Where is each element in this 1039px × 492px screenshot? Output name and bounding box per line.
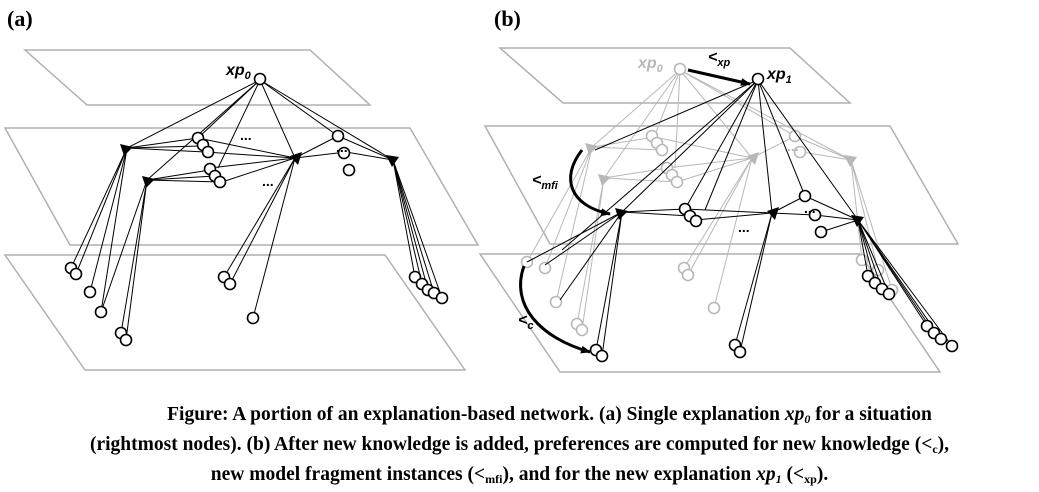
xp1-label: xp1: [766, 66, 792, 86]
panel-b-faded-nodes: [520, 62, 899, 337]
mfi-arrowhead: [142, 176, 155, 188]
panel-b-nodes: [589, 72, 959, 363]
faded-node: [655, 143, 669, 157]
node: [595, 349, 609, 363]
node: [814, 225, 828, 239]
pref-xp-label: <xp: [708, 49, 730, 69]
node: [69, 267, 83, 281]
plane-a-top: [23, 49, 372, 106]
ellipsis-b2: ...: [804, 200, 816, 216]
pref-mfi-label: <mfi: [532, 172, 559, 192]
node: [733, 345, 747, 359]
faded-node: [871, 263, 885, 277]
ellipsis-b1: ...: [738, 219, 750, 235]
caption-line-2: (rightmost nodes). (b) After new knowled…: [89, 434, 950, 456]
xp0-label-a: xp0: [225, 62, 252, 82]
node: [331, 129, 345, 143]
node: [342, 163, 356, 177]
xp0-label-b: xp0: [637, 55, 664, 75]
faded-node: [681, 268, 695, 282]
node: [934, 332, 948, 346]
figure-caption: Figure: A portion of an explanation-base…: [0, 402, 1039, 492]
mfi-arrowhead: [851, 215, 864, 227]
mfi-arrowhead: [767, 207, 779, 220]
panel-b-mfi-arrowheads: [615, 207, 864, 227]
ellipsis-a2: ...: [262, 173, 274, 189]
mfi-arrowhead: [615, 208, 628, 220]
ellipsis-b-faded: ...: [787, 138, 799, 154]
mfi-arrowhead: [386, 155, 399, 167]
faded-arrowhead: [844, 155, 857, 167]
node: [223, 277, 237, 291]
panel-b-edges: [526, 79, 953, 357]
panel-b-label: (b): [494, 6, 521, 31]
plane-b-top: [498, 47, 852, 104]
faded-node: [793, 145, 807, 159]
network-svg: xp0 ... ... ...: [3, 47, 960, 373]
panel-b-faded-arrowheads: [585, 143, 857, 186]
faded-arrowhead: [585, 143, 598, 155]
caption-line-3: new model fragment instances (<mfi), and…: [210, 464, 829, 486]
node: [435, 291, 449, 305]
panel-b: xp0 ...: [478, 47, 960, 373]
mfi-arrowhead: [290, 152, 302, 165]
panel-a-edges: [70, 79, 443, 341]
node: [798, 189, 812, 203]
pref-c-label: <c: [518, 312, 533, 332]
faded-node: [549, 295, 563, 309]
node: [94, 305, 108, 319]
node: [808, 208, 822, 222]
faded-node: [707, 301, 721, 315]
panel-b-faded-edges: [526, 69, 893, 331]
panel-a-label: (a): [7, 6, 33, 31]
panel-a-nodes: [64, 72, 449, 347]
xp0-node-b: [673, 62, 687, 76]
plane-a-middle: [3, 127, 480, 246]
faded-node: [788, 129, 802, 143]
panel-a: xp0 ... ... ...: [3, 49, 480, 371]
pref-mfi-arrow: [569, 149, 611, 217]
pref-xp-arrow: [687, 68, 751, 86]
faded-node: [670, 175, 684, 189]
xp1-node: [751, 72, 765, 86]
ellipsis-a3: ...: [336, 139, 348, 155]
node: [689, 214, 703, 228]
node: [119, 333, 133, 347]
node: [337, 146, 351, 160]
faded-arrowhead: [598, 174, 611, 186]
caption-line-1: Figure: A portion of an explanation-base…: [167, 404, 932, 426]
node: [882, 287, 896, 301]
node: [213, 175, 227, 189]
diagram-figure: (a) (b): [3, 6, 960, 373]
mfi-arrowhead: [120, 144, 133, 156]
pref-c-arrow: [519, 265, 591, 354]
plane-b-middle: [483, 125, 960, 245]
node: [201, 145, 215, 159]
xp0-node-a: [253, 72, 267, 86]
node: [83, 285, 97, 299]
faded-node: [575, 323, 589, 337]
plane-b-bottom: [478, 253, 942, 373]
plane-a-bottom: [3, 254, 467, 371]
node: [945, 339, 959, 353]
faded-arrowhead: [747, 152, 759, 165]
node: [246, 311, 260, 325]
ellipsis-a1: ...: [240, 127, 252, 143]
faded-node: [538, 261, 552, 275]
panel-a-mfi-arrowheads: [120, 144, 399, 188]
